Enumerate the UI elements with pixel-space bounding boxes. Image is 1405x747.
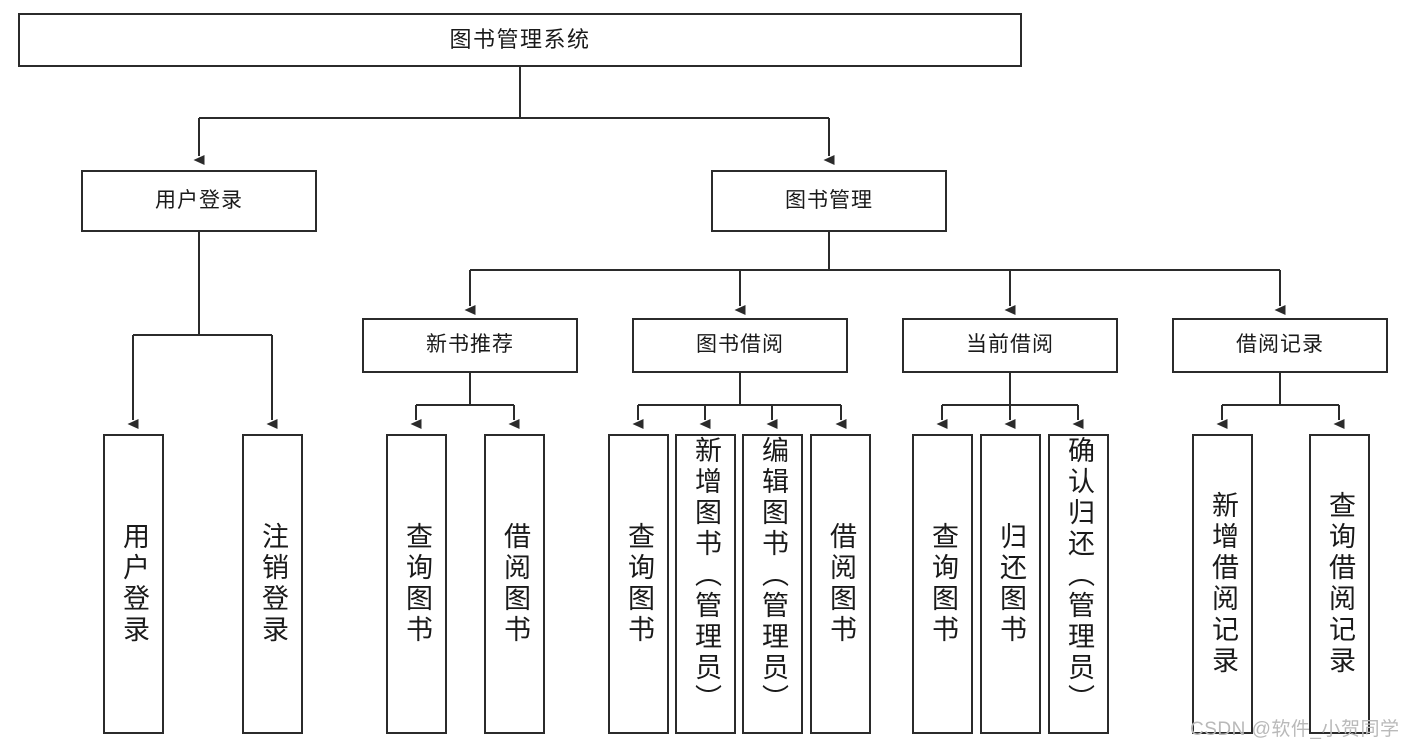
node-book-management[interactable]: 图书管理 xyxy=(711,170,947,232)
leaf-label: 查询借阅记录 xyxy=(1325,491,1355,677)
leaf-label: 注销登录 xyxy=(258,522,288,646)
leaf-label: 查询图书 xyxy=(624,522,654,646)
leaf-label: 借阅图书 xyxy=(826,522,856,646)
node-user-login[interactable]: 用户登录 xyxy=(81,170,317,232)
leaf-label: 用户登录 xyxy=(119,522,149,646)
leaf-new-book-borrow[interactable]: 借阅图书 xyxy=(484,434,545,734)
node-new-book-recommend[interactable]: 新书推荐 xyxy=(362,318,578,373)
csdn-watermark: CSDN @软件_小贺同学 xyxy=(1190,719,1400,740)
node-book-borrow[interactable]: 图书借阅 xyxy=(632,318,848,373)
node-borrow-record[interactable]: 借阅记录 xyxy=(1172,318,1388,373)
leaf-current-return-book[interactable]: 归还图书 xyxy=(980,434,1041,734)
leaf-label: 借阅图书 xyxy=(500,522,530,646)
leaf-label: 查询图书 xyxy=(928,522,958,646)
node-root[interactable]: 图书管理系统 xyxy=(18,13,1022,67)
leaf-borrow-borrow-book[interactable]: 借阅图书 xyxy=(810,434,871,734)
leaf-label: 编辑图书（管理员） xyxy=(758,436,788,715)
node-root-label: 图书管理系统 xyxy=(449,27,591,53)
node-book-management-label: 图书管理 xyxy=(785,188,873,212)
leaf-record-query-record[interactable]: 查询借阅记录 xyxy=(1309,434,1370,734)
node-current-borrow[interactable]: 当前借阅 xyxy=(902,318,1118,373)
leaf-current-confirm-return-admin[interactable]: 确认归还（管理员） xyxy=(1048,434,1109,734)
leaf-user-login-login[interactable]: 用户登录 xyxy=(103,434,164,734)
leaf-label: 归还图书 xyxy=(996,522,1026,646)
leaf-label: 新增图书（管理员） xyxy=(691,436,721,715)
node-book-borrow-label: 图书借阅 xyxy=(696,333,784,357)
leaf-label: 确认归还（管理员） xyxy=(1064,436,1094,715)
leaf-label: 新增借阅记录 xyxy=(1208,491,1238,677)
leaf-borrow-query-book[interactable]: 查询图书 xyxy=(608,434,669,734)
node-new-book-recommend-label: 新书推荐 xyxy=(426,333,514,357)
node-user-login-label: 用户登录 xyxy=(155,188,243,212)
leaf-label: 查询图书 xyxy=(402,522,432,646)
leaf-borrow-edit-book-admin[interactable]: 编辑图书（管理员） xyxy=(742,434,803,734)
leaf-new-book-query[interactable]: 查询图书 xyxy=(386,434,447,734)
leaf-borrow-add-book-admin[interactable]: 新增图书（管理员） xyxy=(675,434,736,734)
leaf-record-add-record[interactable]: 新增借阅记录 xyxy=(1192,434,1253,734)
node-borrow-record-label: 借阅记录 xyxy=(1236,333,1324,357)
leaf-current-query-book[interactable]: 查询图书 xyxy=(912,434,973,734)
node-current-borrow-label: 当前借阅 xyxy=(966,333,1054,357)
leaf-user-login-logout[interactable]: 注销登录 xyxy=(242,434,303,734)
